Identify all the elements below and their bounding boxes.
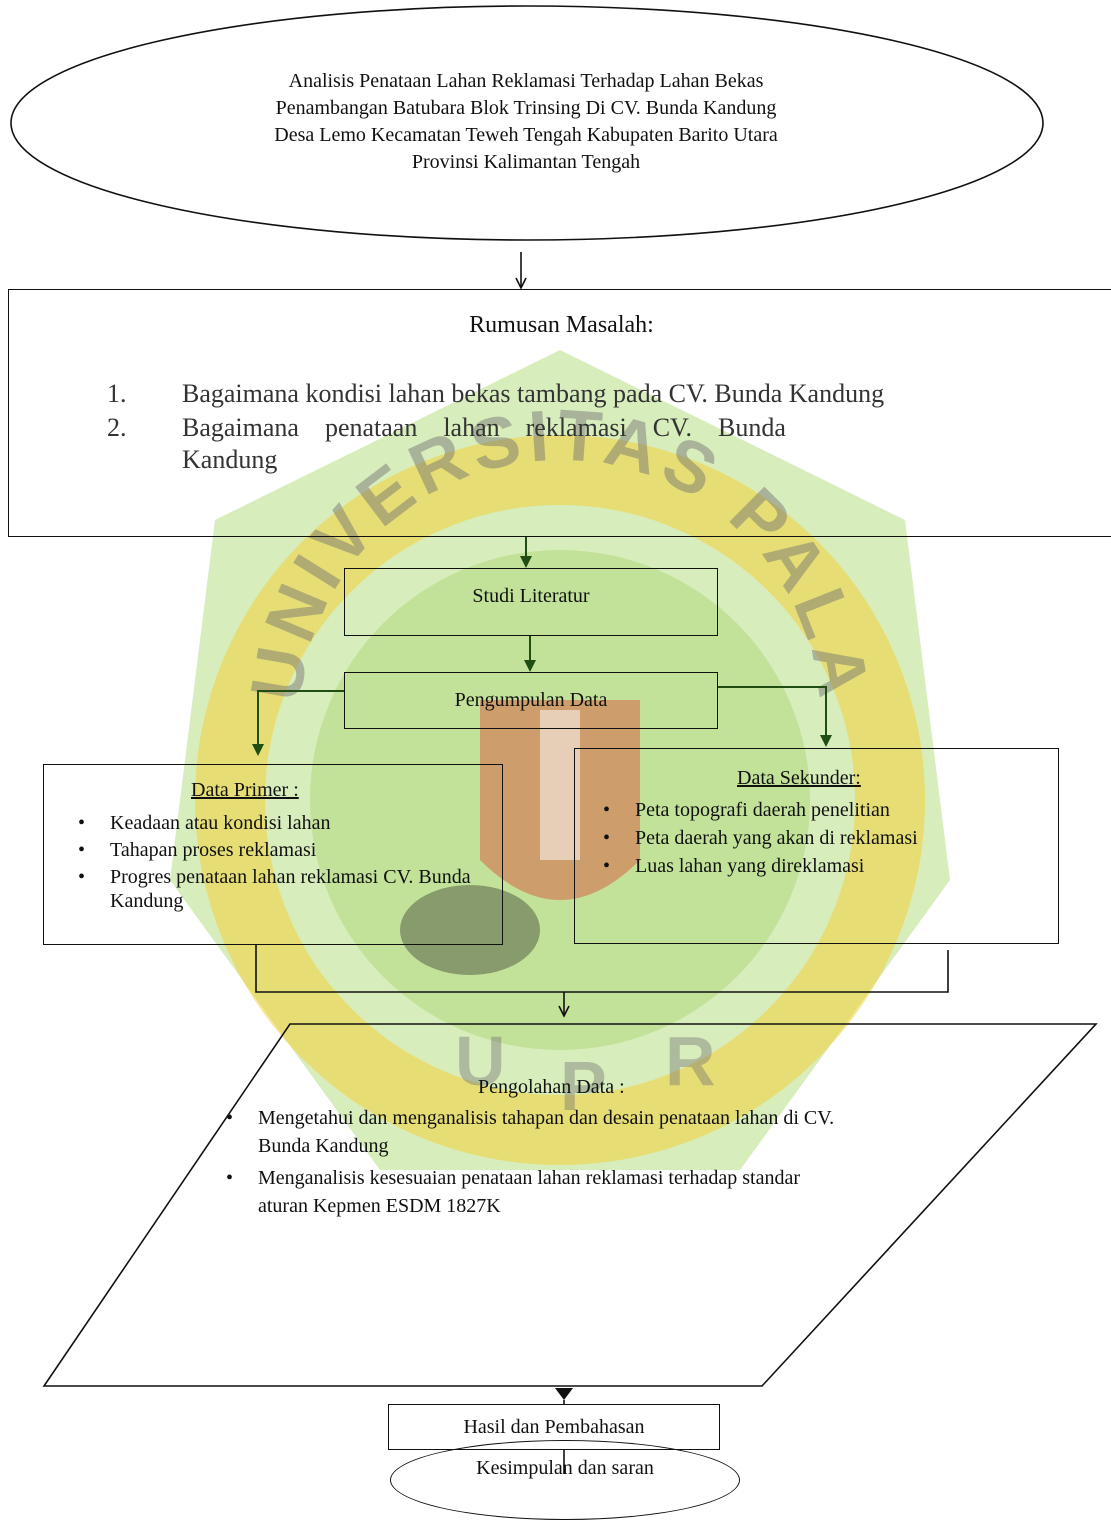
rumusan-heading: Rumusan Masalah: [469,312,654,338]
kesimpulan-label: Kesimpulan dan saran [476,1457,654,1479]
rumusan-item-2-text-cont: Kandung [182,445,278,474]
pengolahan-item-2: Menganalisis kesesuaian penataan lahan r… [226,1164,838,1220]
data-primer-item-3: Progres penataan lahan reklamasi CV. Bun… [78,865,530,913]
rumusan-item-2-text: Bagaimana penataan lahan reklamasi CV. B… [182,413,786,442]
studi-literatur-box: Studi Literatur [344,568,718,636]
pengolahan-data-list: Mengetahui dan menganalisis tahapan dan … [216,1104,838,1220]
rumusan-item-2-num: 2. [107,413,127,442]
pengumpulan-data-box: Pengumpulan Data [344,672,718,729]
data-sekunder-item-3: Luas lahan yang direklamasi [603,854,1085,878]
data-primer-list: Keadaan atau kondisi lahan Tahapan prose… [68,811,530,913]
title-oval: Analisis Penataan Lahan Reklamasi Terhad… [120,52,932,192]
pengolahan-data-heading: Pengolahan Data : [478,1076,625,1098]
kesimpulan-oval: Kesimpulan dan saran [390,1440,740,1520]
rumusan-item-1-text: Bagaimana kondisi lahan bekas tambang pa… [182,379,885,408]
data-sekunder-heading: Data Sekunder: [737,767,861,789]
data-sekunder-box: Data Sekunder: Peta topografi daerah pen… [574,748,1059,944]
rumusan-masalah-box: Rumusan Masalah: 1. Bagaimana kondisi la… [8,289,1111,537]
title-line-4: Provinsi Kalimantan Tengah [411,151,641,173]
title-line-1: Analisis Penataan Lahan Reklamasi Terhad… [288,70,764,92]
pengolahan-data-box: Pengolahan Data : Mengetahui dan mengana… [200,1030,900,1380]
hasil-pembahasan-label: Hasil dan Pembahasan [463,1415,645,1438]
title-line-2: Penambangan Batubara Blok Trinsing Di CV… [275,97,777,119]
data-sekunder-item-1: Peta topografi daerah penelitian [603,798,1085,822]
data-primer-item-2: Tahapan proses reklamasi [78,838,530,862]
pengolahan-item-1: Mengetahui dan menganalisis tahapan dan … [226,1104,838,1160]
title-line-3: Desa Lemo Kecamatan Teweh Tengah Kabupat… [274,124,778,146]
data-primer-box: Data Primer : Keadaan atau kondisi lahan… [43,764,503,945]
data-primer-heading: Data Primer : [191,779,299,801]
pengumpulan-data-label: Pengumpulan Data [454,689,608,711]
rumusan-item-1-num: 1. [107,379,127,408]
data-sekunder-item-2: Peta daerah yang akan di reklamasi [603,826,1085,850]
data-sekunder-list: Peta topografi daerah penelitian Peta da… [593,798,1085,878]
data-primer-item-1: Keadaan atau kondisi lahan [78,811,530,835]
studi-literatur-label: Studi Literatur [472,585,590,607]
